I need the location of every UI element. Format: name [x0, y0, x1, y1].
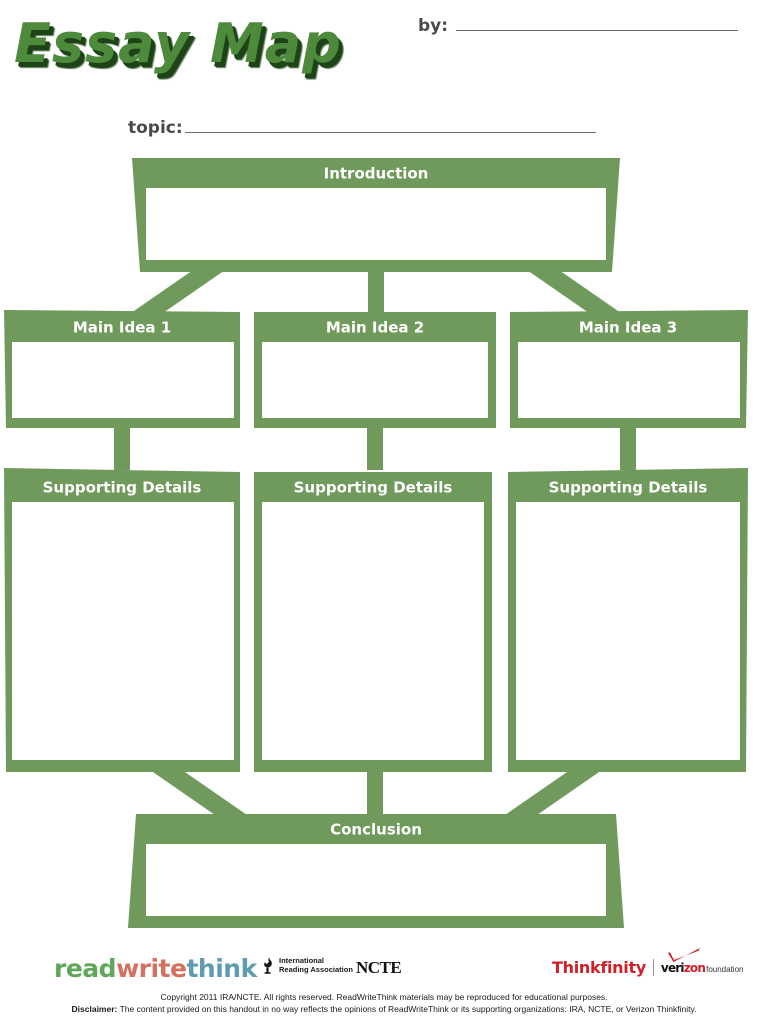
main-idea-3-write-area[interactable]	[518, 342, 740, 418]
main-idea-1-label: Main Idea 1	[73, 319, 171, 337]
connector-details2-to-conclusion	[367, 770, 383, 824]
introduction-label: Introduction	[324, 165, 429, 183]
by-input-line[interactable]	[456, 12, 738, 31]
conclusion-write-area[interactable]	[146, 844, 606, 916]
logo-think-text: think	[186, 954, 257, 983]
supporting-details-2-write-area[interactable]	[262, 502, 484, 760]
copyright-text: Copyright 2011 IRA/NCTE. All rights rese…	[160, 992, 608, 1002]
logo-divider	[652, 959, 654, 976]
disclaimer-label: Disclaimer:	[71, 1004, 118, 1014]
connector-details1-to-conclusion	[150, 770, 260, 824]
author-field[interactable]: by:	[418, 12, 738, 36]
connector-intro-to-main2	[368, 268, 384, 322]
verizon-check-icon	[667, 947, 701, 963]
conclusion-label: Conclusion	[330, 821, 422, 839]
readwritethink-logo: readwritethink	[54, 954, 257, 983]
supporting-details-1-label: Supporting Details	[43, 479, 202, 497]
disclaimer-body: The content provided on this handout in …	[117, 1004, 697, 1014]
ira-line-1: International	[279, 956, 325, 965]
connector-intro-to-main1	[118, 268, 228, 322]
ira-line-2: Reading Association	[279, 964, 353, 974]
supporting-details-2-label: Supporting Details	[294, 479, 453, 497]
connector-details3-to-conclusion	[492, 770, 602, 824]
footer: readwritethink International Reading Ass…	[0, 946, 768, 1024]
verizon-text-1: veri	[660, 960, 685, 975]
logo-row: readwritethink International Reading Ass…	[0, 946, 768, 986]
verizon-foundation-text: foundation	[706, 964, 744, 974]
logo-read-text: read	[54, 954, 117, 983]
disclaimer-text: Disclaimer: The content provided on this…	[0, 1004, 768, 1014]
by-label: by:	[418, 16, 449, 36]
main-idea-3-label: Main Idea 3	[579, 319, 677, 337]
main-idea-2-label: Main Idea 2	[326, 319, 424, 337]
introduction-write-area[interactable]	[146, 188, 606, 260]
topic-field[interactable]: topic:	[128, 114, 596, 138]
international-reading-association-logo: International Reading Association	[262, 956, 353, 974]
topic-input-line[interactable]	[184, 114, 596, 133]
verizon-text-2: zon	[683, 960, 706, 975]
essay-map-diagram: Introduction Main Idea 1 Main Idea 2 Mai…	[0, 140, 768, 940]
connector-main2-to-details2	[367, 426, 383, 470]
supporting-details-3-write-area[interactable]	[516, 502, 740, 760]
supporting-details-1-write-area[interactable]	[12, 502, 234, 760]
thinkfinity-text: Thinkfinity	[552, 958, 646, 977]
connector-main1-to-details1	[114, 426, 130, 470]
main-idea-2-write-area[interactable]	[262, 342, 488, 418]
logo-write-text: write	[116, 954, 187, 983]
title-block: Essay Map	[8, 6, 348, 96]
supporting-details-3-label: Supporting Details	[549, 479, 708, 497]
torch-icon	[262, 957, 275, 974]
topic-label: topic:	[128, 118, 183, 138]
main-idea-1-write-area[interactable]	[12, 342, 234, 418]
ncte-logo: NCTE	[356, 958, 402, 977]
connector-intro-to-main3	[524, 268, 634, 322]
page-title: Essay Map	[11, 9, 345, 79]
connector-main3-to-details3	[620, 426, 636, 470]
ira-text: International Reading Association	[279, 956, 353, 974]
